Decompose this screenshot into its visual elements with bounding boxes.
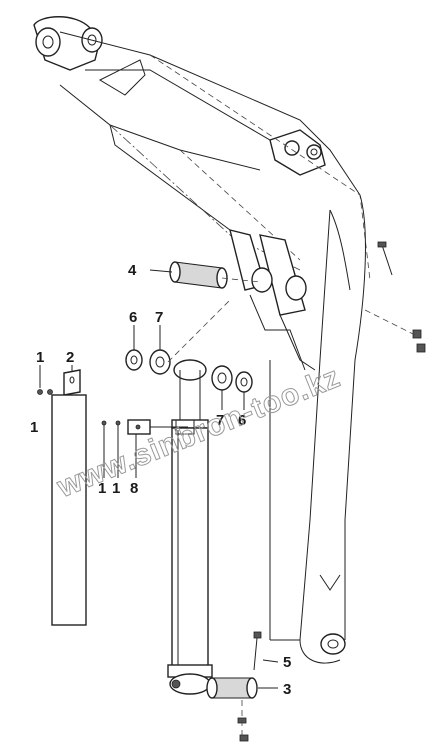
callout-3: 3	[283, 681, 291, 698]
elbow-pin-bore	[310, 148, 318, 156]
bolt-5-shaft	[253, 637, 258, 671]
cylinder-grease-nipple	[171, 679, 181, 689]
arm-side-edge	[109, 124, 231, 231]
arm-body	[33, 16, 426, 664]
part-4-pin	[149, 261, 261, 289]
right-bolt-head	[377, 241, 387, 248]
washer-7-left-hole	[155, 356, 165, 368]
part-1-bolts	[37, 365, 137, 478]
part-5-bolt	[253, 631, 279, 671]
mount-web-2	[279, 314, 316, 371]
callout-labels: 1 1 2 3 4 5 6 7 7 6 1 1 8	[30, 262, 291, 698]
pin-3-end-right	[246, 677, 258, 699]
callout-8: 8	[130, 480, 138, 497]
bolt-5-head	[253, 631, 262, 639]
arm-top-eye-right-bore	[87, 34, 97, 46]
callout-6-right: 6	[238, 412, 246, 429]
elbow-pin-right	[306, 144, 322, 160]
centerline-dashdot	[109, 124, 301, 271]
washer-6-left	[125, 349, 143, 371]
callout-5: 5	[283, 654, 291, 671]
right-nut-leader	[364, 309, 416, 336]
mount-boss-right	[285, 275, 307, 301]
bottom-eye-bore	[327, 639, 339, 649]
pin-4-body	[174, 261, 223, 289]
callout-6-left: 6	[129, 309, 137, 326]
cylinder-rod-eye	[173, 359, 207, 381]
washer-6-right-hole	[240, 377, 248, 387]
arm-curve	[329, 209, 351, 291]
callout-2: 2	[66, 349, 74, 366]
pin-4-leader	[221, 277, 261, 283]
right-bolt-shaft	[381, 244, 393, 276]
washer-6-right	[235, 371, 253, 393]
guard-plate-hole	[69, 376, 75, 384]
washers-right	[211, 365, 253, 410]
callout-1-mid-a: 1	[98, 480, 106, 497]
arm-top-eye-left	[35, 27, 61, 57]
callout-1-bottom: 1	[30, 419, 38, 436]
callout-1-top: 1	[36, 349, 44, 366]
part-3-pin	[206, 677, 278, 742]
callout-7-left: 7	[155, 309, 163, 326]
washer-7-left	[149, 349, 171, 375]
pin-3-end-left	[206, 677, 218, 699]
arm-top-eye-left-bore	[42, 35, 54, 49]
mount-web	[249, 294, 306, 371]
washers-left	[125, 299, 231, 375]
right-nut-1	[412, 329, 422, 339]
bolt-1-b	[47, 389, 53, 395]
bolt-1-mid-b	[115, 420, 121, 426]
bolt-1-a	[37, 389, 43, 395]
pin-4-callout-line	[149, 269, 173, 273]
callout-7-right: 7	[216, 412, 224, 429]
callout-1-mid-b: 1	[112, 480, 120, 497]
arm-lower-edge	[59, 84, 261, 171]
bolt-5-callout-line	[262, 659, 279, 663]
arm-left-edge	[299, 209, 331, 641]
pin-3-nut-2	[239, 734, 249, 742]
part-2-guard-plate	[51, 365, 87, 626]
washer-6-left-hole	[130, 355, 138, 365]
right-nut-2	[416, 343, 426, 353]
pin-3-body	[211, 677, 253, 699]
bottom-eye	[320, 633, 346, 655]
lower-arm-bottom	[299, 639, 341, 664]
guard-plate-body	[51, 394, 87, 626]
arm-upper-edge	[59, 31, 361, 196]
bracket-8-hole	[135, 424, 141, 430]
cylinder-mount-block	[175, 419, 195, 435]
arm-right-edge	[344, 194, 366, 640]
washer-7-right-hole	[217, 372, 227, 384]
cylinder-barrel	[171, 427, 209, 669]
elbow-pin-left	[284, 140, 300, 156]
mount-boss-left	[251, 267, 273, 293]
cylinder-rod	[179, 370, 201, 420]
bolt-1-mid-leaders	[103, 425, 119, 478]
washer-left-centerline	[167, 299, 231, 363]
bolt-1-mid-a	[101, 420, 107, 426]
lower-arm-notch	[319, 574, 341, 591]
hydraulic-cylinder	[127, 359, 213, 695]
arm-bracket	[98, 59, 146, 96]
callout-4: 4	[128, 262, 137, 279]
washer-7-right	[211, 365, 233, 391]
